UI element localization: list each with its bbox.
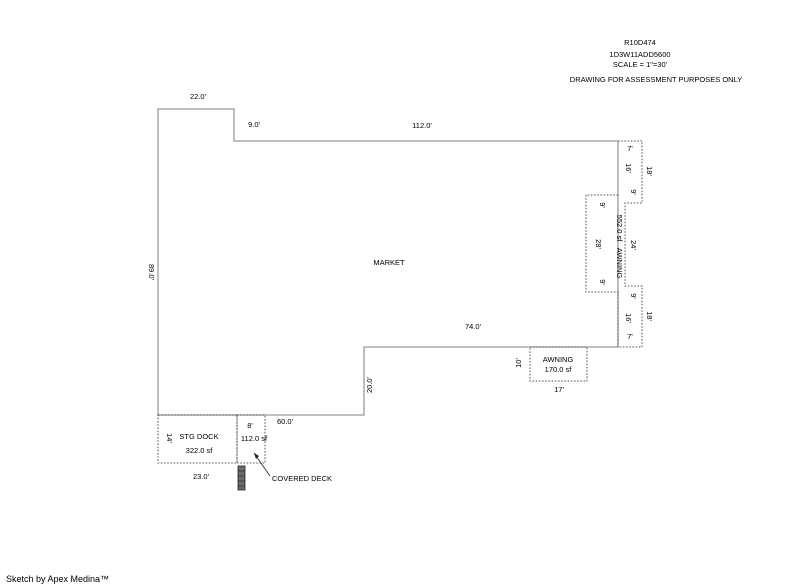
dim-left-side: 89.0' xyxy=(147,264,156,281)
dim-awn-r-9-lower: 9' xyxy=(629,293,638,299)
stg-dock-area: 322.0 sf xyxy=(186,446,214,455)
dim-top-step: 9.0' xyxy=(248,120,260,129)
dim-awn-r-18-top: 18' xyxy=(645,166,654,176)
market-label: MARKET xyxy=(373,258,405,267)
dim-awn-r-28: 28' xyxy=(594,239,603,249)
covered-deck-callout: COVERED DECK xyxy=(272,474,332,483)
dim-awn-r-7-top: 7' xyxy=(627,144,633,153)
dim-awn-b-height: 10' xyxy=(514,358,523,368)
dim-awn-b-width: 17' xyxy=(554,385,564,394)
dim-top-long: 112.0' xyxy=(412,121,432,130)
dim-awn-r-16-top: 16' xyxy=(624,163,633,173)
right-awning-label: AWNING xyxy=(615,248,624,279)
dim-deck-width: 8' xyxy=(247,421,253,430)
dim-bottom-short: 60.0' xyxy=(277,417,294,426)
covered-deck-area: 112.0 sf xyxy=(241,434,268,443)
dim-awn-r-24: 24' xyxy=(629,240,638,250)
dim-awn-r-9-left-upper: 9' xyxy=(598,202,607,208)
dim-bottom-left: 23.0' xyxy=(193,472,210,481)
dim-step-down: 20.0' xyxy=(365,376,374,393)
bottom-awning-label: AWNING xyxy=(543,355,574,364)
dim-awn-r-18-bottom: 18' xyxy=(645,311,654,321)
dim-dock-height: 14' xyxy=(165,433,174,443)
covered-deck-outline xyxy=(236,414,266,464)
scale-label: SCALE = 1"=30' xyxy=(613,60,668,69)
stair-icon xyxy=(237,465,246,491)
dim-awn-r-7-bottom: 7' xyxy=(627,332,633,341)
covered-deck-leader-arrow-icon xyxy=(253,452,271,477)
stg-dock-label: STG DOCK xyxy=(179,432,218,441)
dim-awn-r-9-upper: 9' xyxy=(629,189,638,195)
dim-awn-r-9-left-lower: 9' xyxy=(598,279,607,285)
sketch-credit: Sketch by Apex Medina™ xyxy=(6,574,110,584)
dim-top-left: 22.0' xyxy=(190,92,207,101)
right-awning-area: 552.0 sf xyxy=(615,215,624,243)
parcel-id: R10D474 xyxy=(624,38,656,47)
bottom-awning-area: 170.0 sf xyxy=(545,365,573,374)
dim-bottom-mid: 74.0' xyxy=(465,322,482,331)
account-id: 1D3W11ADD5600 xyxy=(609,50,670,59)
dim-awn-r-16-bottom: 16' xyxy=(624,313,633,323)
assessment-note: DRAWING FOR ASSESSMENT PURPOSES ONLY xyxy=(570,75,742,84)
bottom-awning-outline xyxy=(529,346,588,382)
right-awning-outline xyxy=(585,140,643,348)
